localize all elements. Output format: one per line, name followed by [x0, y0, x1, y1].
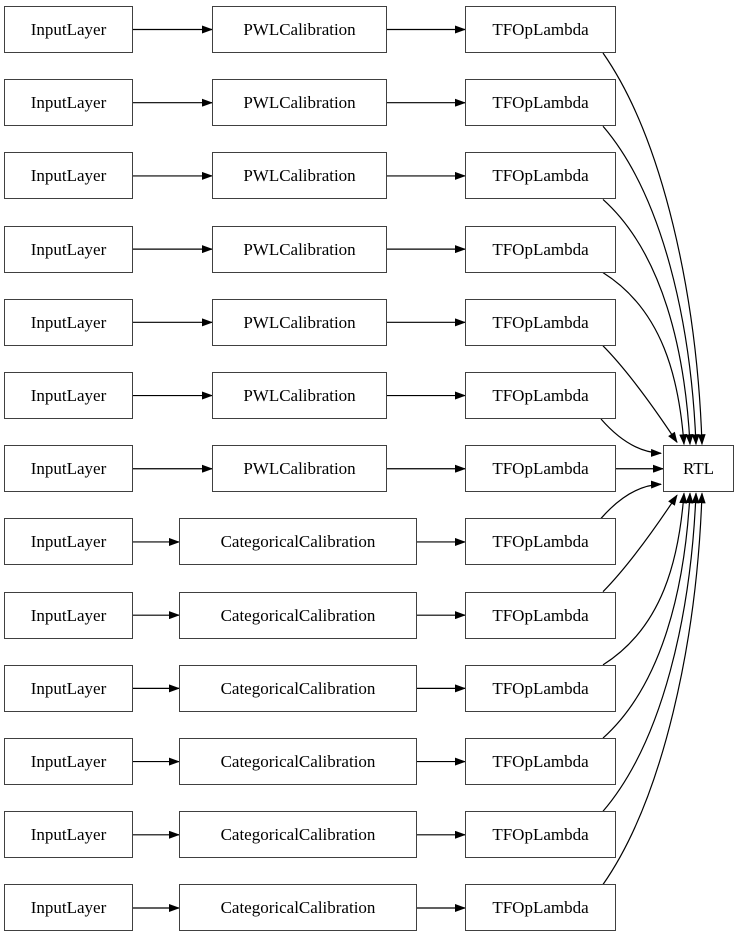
node-pwl-calibration: PWLCalibration: [212, 225, 387, 273]
node-input-layer: InputLayer: [4, 152, 133, 200]
node-tfop-lambda-label: TFOpLambda: [492, 386, 589, 406]
edge: [602, 494, 678, 593]
edge: [600, 418, 662, 457]
node-tfop-lambda-label: TFOpLambda: [492, 605, 589, 625]
node-categorical-calibration: CategoricalCalibration: [179, 811, 417, 859]
node-categorical-calibration-label: CategoricalCalibration: [220, 898, 376, 918]
node-tfop-lambda: TFOpLambda: [465, 445, 616, 493]
node-input-layer-label: InputLayer: [30, 239, 107, 259]
node-input-layer: InputLayer: [4, 884, 133, 932]
edge: [602, 125, 700, 446]
node-input-layer: InputLayer: [4, 372, 133, 420]
edge: [602, 198, 694, 446]
node-tfop-lambda: TFOpLambda: [465, 811, 616, 859]
node-input-layer-label: InputLayer: [30, 312, 107, 332]
edge-group: [133, 25, 706, 912]
node-tfop-lambda: TFOpLambda: [465, 518, 616, 566]
node-tfop-lambda: TFOpLambda: [465, 591, 616, 639]
node-tfop-lambda-label: TFOpLambda: [492, 166, 589, 186]
edge: [600, 480, 662, 519]
node-input-layer: InputLayer: [4, 811, 133, 859]
node-input-layer-label: InputLayer: [30, 678, 107, 698]
node-input-layer: InputLayer: [4, 518, 133, 566]
edge: [602, 492, 688, 666]
node-tfop-lambda: TFOpLambda: [465, 79, 616, 127]
node-input-layer-label: InputLayer: [30, 752, 107, 772]
node-input-layer: InputLayer: [4, 298, 133, 346]
node-tfop-lambda: TFOpLambda: [465, 298, 616, 346]
node-input-layer: InputLayer: [4, 738, 133, 786]
edge: [602, 492, 700, 812]
node-tfop-lambda: TFOpLambda: [465, 372, 616, 420]
node-tfop-lambda-label: TFOpLambda: [492, 312, 589, 332]
node-input-layer: InputLayer: [4, 79, 133, 127]
node-input-layer-label: InputLayer: [30, 459, 107, 479]
node-pwl-calibration-label: PWLCalibration: [243, 20, 356, 39]
node-categorical-calibration-label: CategoricalCalibration: [220, 532, 376, 552]
node-input-layer: InputLayer: [4, 445, 133, 493]
node-pwl-calibration: PWLCalibration: [212, 372, 387, 420]
node-pwl-calibration-label: PWLCalibration: [243, 239, 356, 259]
node-pwl-calibration-label: PWLCalibration: [243, 312, 356, 332]
node-categorical-calibration: CategoricalCalibration: [179, 664, 417, 712]
node-pwl-calibration-label: PWLCalibration: [243, 166, 356, 186]
node-pwl-calibration: PWLCalibration: [212, 445, 387, 493]
edge: [602, 492, 706, 885]
node-tfop-lambda: TFOpLambda: [465, 884, 616, 932]
node-rtl-label: RTL: [682, 459, 715, 479]
node-input-layer-label: InputLayer: [30, 93, 107, 113]
node-input-layer-label: InputLayer: [30, 386, 107, 406]
node-tfop-lambda-label: TFOpLambda: [492, 825, 589, 845]
node-tfop-lambda: TFOpLambda: [465, 225, 616, 273]
edge: [602, 345, 678, 444]
node-rtl: RTL: [663, 445, 734, 493]
node-categorical-calibration: CategoricalCalibration: [179, 518, 417, 566]
node-tfop-lambda-label: TFOpLambda: [492, 459, 589, 479]
node-categorical-calibration: CategoricalCalibration: [179, 591, 417, 639]
node-categorical-calibration: CategoricalCalibration: [179, 884, 417, 932]
node-pwl-calibration: PWLCalibration: [212, 298, 387, 346]
node-tfop-lambda: TFOpLambda: [465, 664, 616, 712]
node-pwl-calibration-label: PWLCalibration: [243, 386, 356, 406]
node-tfop-lambda: TFOpLambda: [465, 152, 616, 200]
node-tfop-lambda: TFOpLambda: [465, 738, 616, 786]
node-input-layer-label: InputLayer: [30, 166, 107, 186]
node-tfop-lambda-label: TFOpLambda: [492, 752, 589, 772]
node-categorical-calibration: CategoricalCalibration: [179, 738, 417, 786]
edge: [602, 492, 694, 739]
node-pwl-calibration-label: PWLCalibration: [243, 459, 356, 479]
node-pwl-calibration: PWLCalibration: [212, 79, 387, 127]
node-pwl-calibration-label: PWLCalibration: [243, 93, 356, 113]
node-tfop-lambda: TFOpLambda: [465, 6, 616, 53]
edge: [602, 52, 706, 446]
edge: [602, 272, 688, 446]
node-input-layer-label: InputLayer: [30, 825, 107, 845]
node-tfop-lambda-label: TFOpLambda: [492, 678, 589, 698]
node-tfop-lambda-label: TFOpLambda: [492, 93, 589, 113]
node-categorical-calibration-label: CategoricalCalibration: [220, 605, 376, 625]
node-tfop-lambda-label: TFOpLambda: [492, 20, 589, 39]
node-input-layer-label: InputLayer: [30, 605, 107, 625]
node-categorical-calibration-label: CategoricalCalibration: [220, 678, 376, 698]
node-input-layer-label: InputLayer: [30, 898, 107, 918]
node-pwl-calibration: PWLCalibration: [212, 152, 387, 200]
node-input-layer-label: InputLayer: [30, 532, 107, 552]
node-pwl-calibration: PWLCalibration: [212, 6, 387, 53]
node-tfop-lambda-label: TFOpLambda: [492, 239, 589, 259]
node-input-layer: InputLayer: [4, 664, 133, 712]
node-input-layer: InputLayer: [4, 591, 133, 639]
node-tfop-lambda-label: TFOpLambda: [492, 532, 589, 552]
node-input-layer: InputLayer: [4, 225, 133, 273]
node-categorical-calibration-label: CategoricalCalibration: [220, 752, 376, 772]
node-input-layer-label: InputLayer: [30, 20, 107, 39]
node-tfop-lambda-label: TFOpLambda: [492, 898, 589, 918]
node-categorical-calibration-label: CategoricalCalibration: [220, 825, 376, 845]
node-input-layer: InputLayer: [4, 6, 133, 53]
